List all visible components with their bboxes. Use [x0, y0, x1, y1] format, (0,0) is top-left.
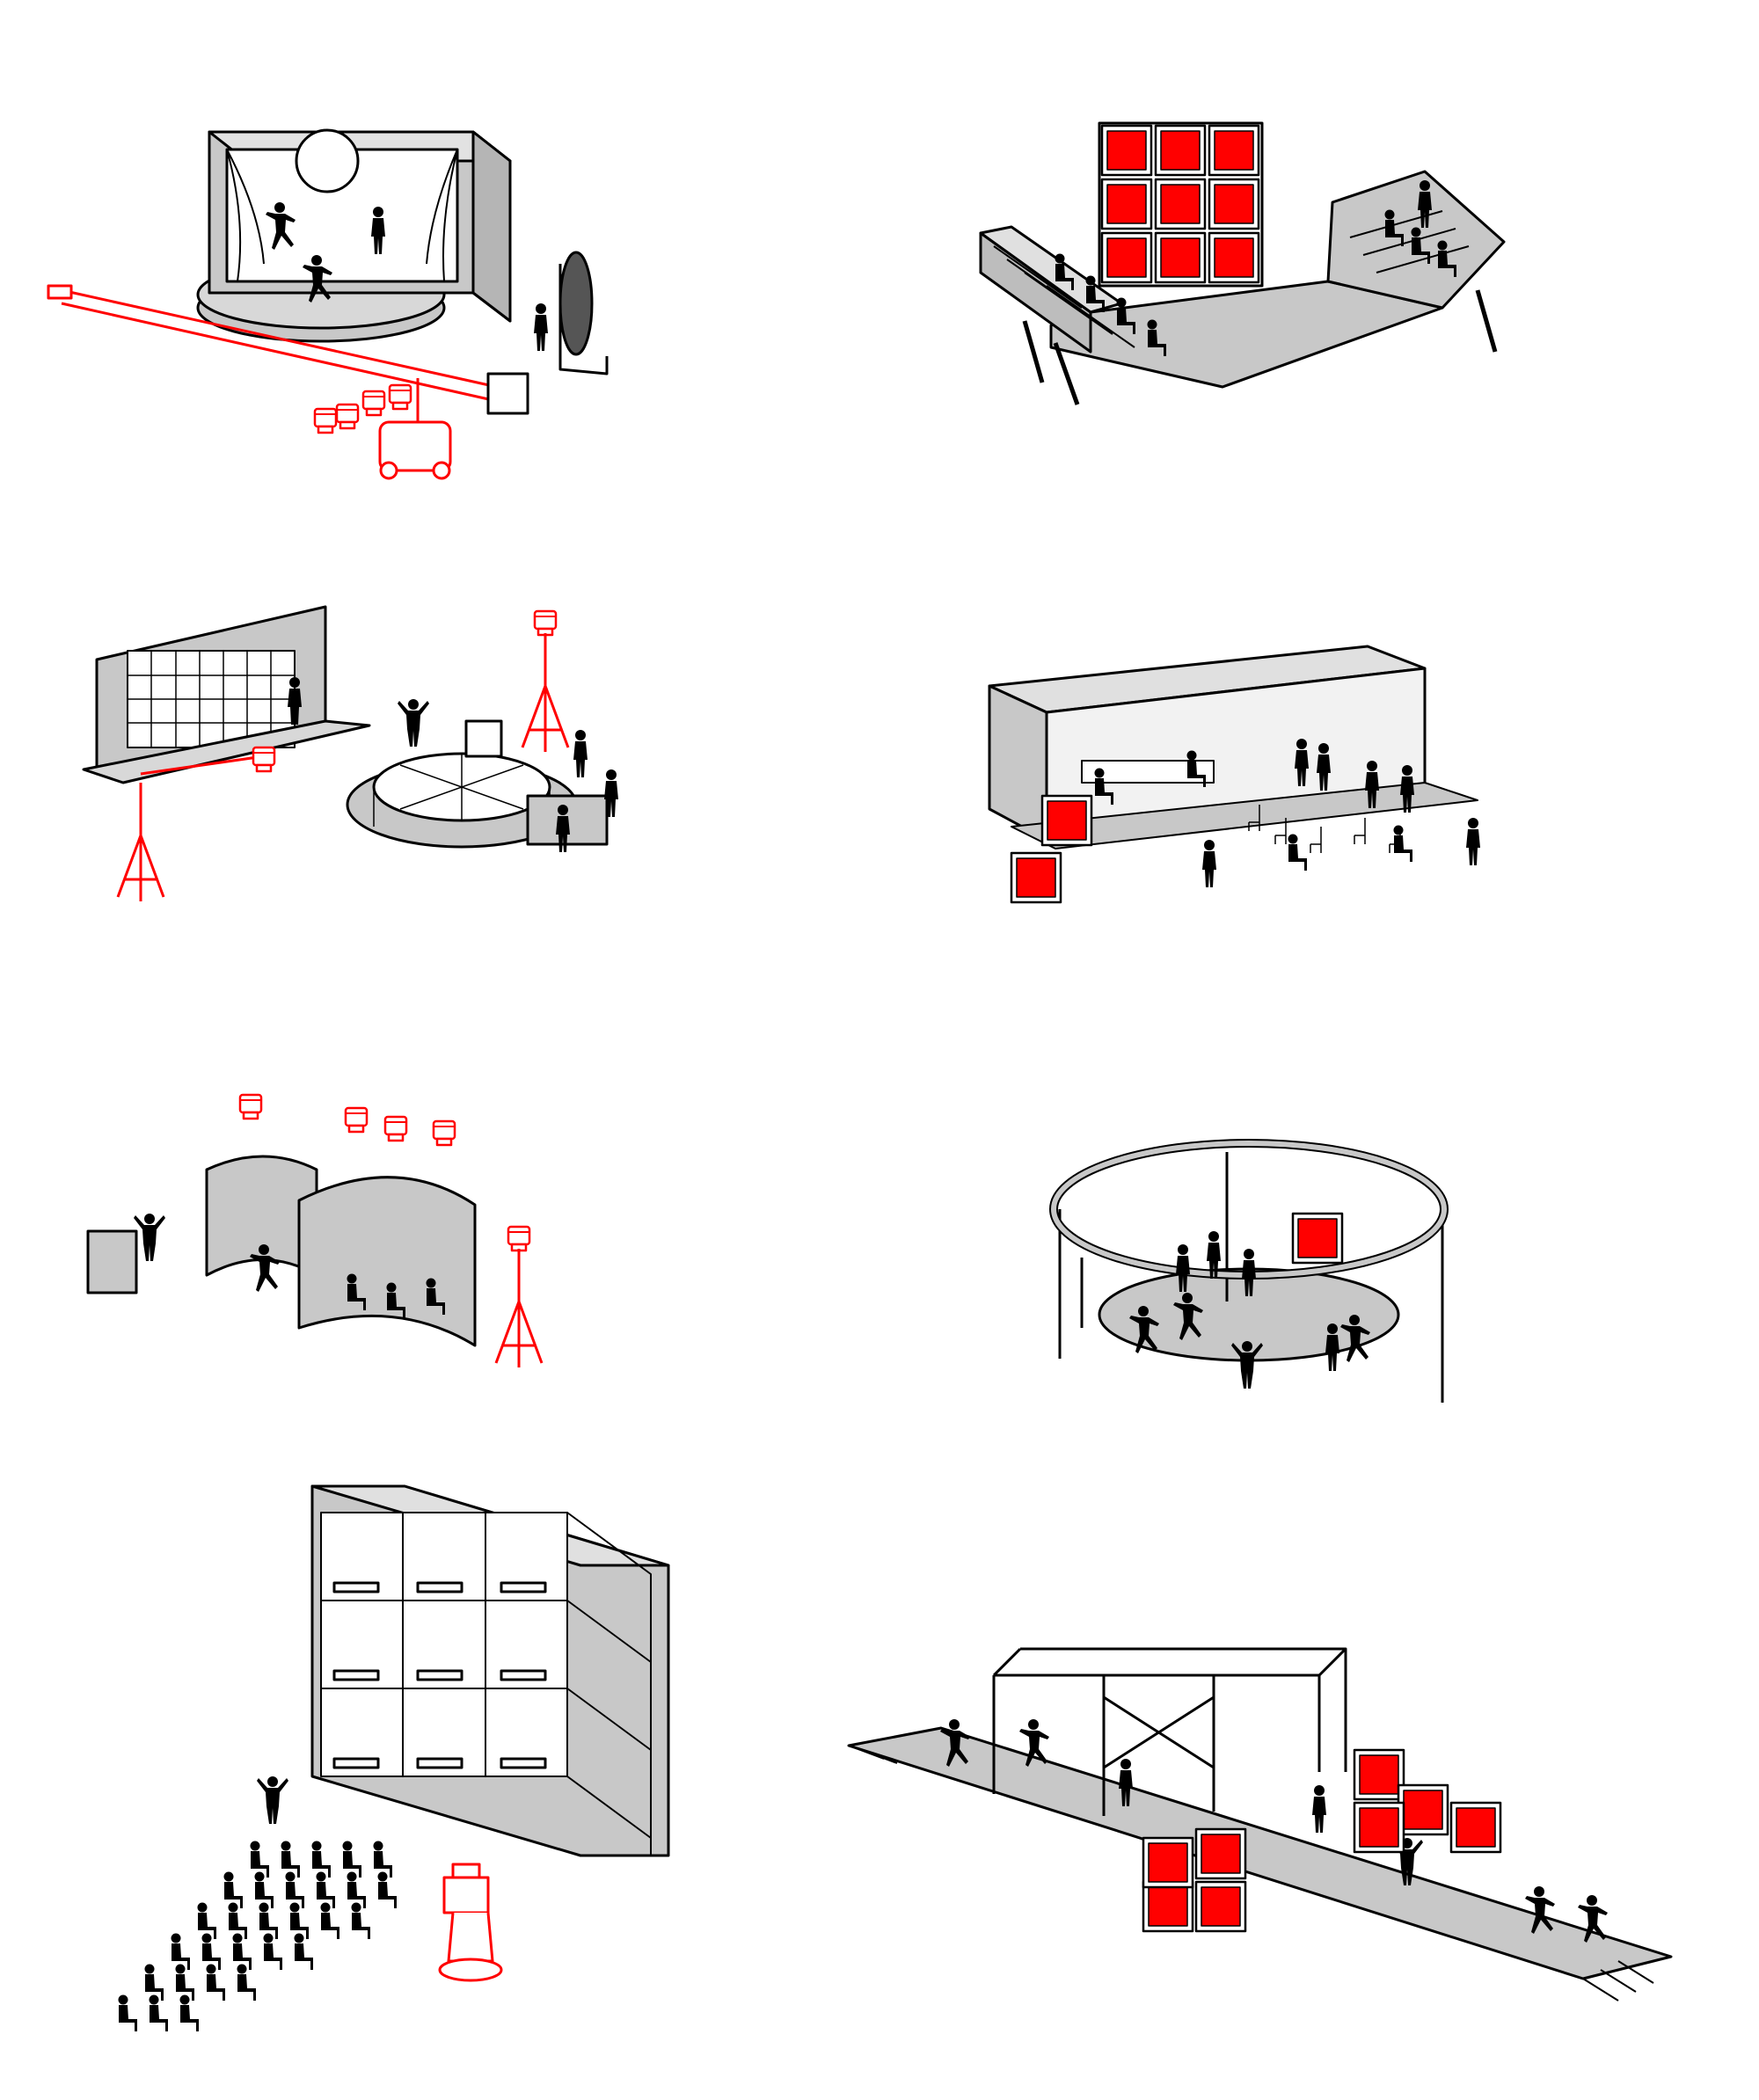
spotlight-icon: [521, 609, 570, 754]
shelf-grid-icon: [118, 1484, 670, 2031]
wheel-set-icon: [82, 605, 618, 852]
theatre-stage-panel: [47, 128, 609, 480]
bar-container-panel: [988, 645, 1480, 904]
audience-seating: [118, 1841, 397, 2031]
camera-crane-icon: [47, 284, 529, 480]
runway-frame-panel: [847, 1647, 1673, 2002]
tribune-screens-panel: [979, 121, 1506, 405]
studio-camera-icon: [438, 1863, 503, 1982]
ring-pavilion-panel: [1049, 1139, 1449, 1403]
curved-partition-icon: [86, 1155, 477, 1347]
camera-crane-icon: [116, 746, 276, 903]
cafe-bar-icon: [988, 645, 1480, 887]
bleacher-stage-icon: [979, 170, 1506, 405]
runway-frame-icon: [847, 1647, 1673, 2002]
gong-icon: [534, 251, 609, 376]
video-wall-icon: [1098, 121, 1264, 288]
proscenium-stage-icon: [196, 128, 512, 343]
game-show-set-panel: [82, 605, 618, 903]
ring-canopy-icon: [1049, 1139, 1449, 1403]
curved-walls-panel: [86, 1093, 544, 1369]
grid-shelf-panel: [118, 1484, 670, 2031]
monitor-box-icon: [1291, 1212, 1344, 1265]
